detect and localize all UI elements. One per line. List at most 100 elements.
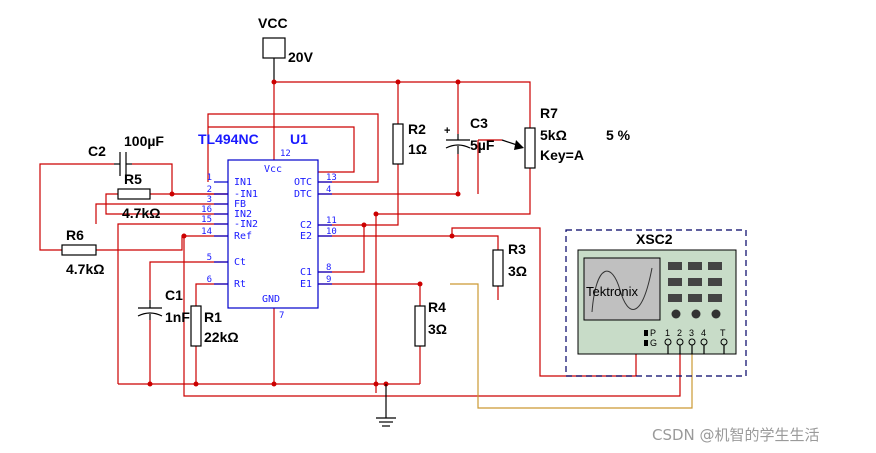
ic-pin-8[interactable]: 8C1	[300, 263, 332, 278]
c1-ref: C1	[165, 287, 183, 303]
ic-gnd-pin: 7	[279, 311, 284, 321]
ic-pin-name: E2	[300, 231, 312, 242]
ic-ref: U1	[290, 131, 308, 147]
resistor-r3[interactable]: R3 3Ω	[492, 241, 527, 287]
ic-pin-number: 4	[326, 185, 331, 195]
ic-pin-number: 15	[201, 215, 212, 225]
wire-rt-r1	[195, 283, 228, 306]
r7-key: Key=A	[540, 147, 584, 163]
capacitor-c2[interactable]: C2 100µF	[88, 133, 164, 176]
ic-pin-name: Ct	[234, 257, 246, 268]
scope-pg-terminals[interactable]: P G	[644, 328, 657, 348]
wire-e1-r4	[318, 283, 421, 306]
c2-value: 100µF	[124, 133, 164, 149]
scope-trigger-label: T	[720, 328, 726, 338]
ic-pin-name: OTC	[294, 177, 312, 188]
potentiometer-r7[interactable]: R7 5kΩ Key=A 5 %	[501, 105, 631, 169]
scope-buttons[interactable]	[668, 262, 722, 302]
ic-pin-number: 10	[326, 227, 337, 237]
scope-channel-2[interactable]: 2	[676, 328, 684, 354]
ic-pin-name: IN2	[234, 209, 252, 220]
ic-pin-16[interactable]: 16 IN2	[201, 205, 252, 220]
scope-pin-p: P	[650, 328, 656, 338]
c2-ref: C2	[88, 143, 106, 159]
r4-value: 3Ω	[428, 321, 447, 337]
scope-channel-1[interactable]: 1	[664, 328, 672, 354]
wire-fb	[95, 203, 228, 224]
ic-pin-number: 8	[326, 263, 331, 273]
r2-ref: R2	[408, 121, 426, 137]
ic-pin-number: 13	[326, 173, 337, 183]
ic-pin-name: -IN2	[234, 219, 258, 230]
wire-e2-r3	[318, 235, 499, 250]
ic-pin-9[interactable]: 9E1	[300, 275, 332, 290]
r5-ref: R5	[124, 171, 142, 187]
ic-pin-13[interactable]: 13 OTC	[294, 173, 337, 188]
ic-pin-number: 3	[207, 195, 212, 205]
ic-pin-2[interactable]: 2 -IN1	[207, 185, 259, 200]
ic-body	[227, 159, 319, 309]
scope-trigger[interactable]: T	[720, 328, 728, 354]
ic-pin-number: 14	[201, 227, 212, 237]
ic-pin-number: 9	[326, 275, 331, 285]
scope-ref: XSC2	[636, 231, 673, 247]
r6-value: 4.7kΩ	[66, 261, 104, 277]
r2-value: 1Ω	[408, 141, 427, 157]
ic-pin-number: 11	[326, 216, 337, 226]
resistor-r5[interactable]: R5 4.7kΩ	[117, 171, 160, 221]
ground-icon	[376, 384, 396, 427]
resistor-r6[interactable]: R6 4.7kΩ	[61, 227, 104, 277]
c3-value: 5µF	[470, 137, 495, 153]
vcc-source[interactable]: VCC 20V	[258, 15, 314, 82]
capacitor-c3[interactable]: + C3 5µF	[444, 115, 495, 154]
wire-c2-r6	[39, 163, 114, 251]
r7-value: 5kΩ	[540, 127, 567, 143]
ic-pin-15[interactable]: 15 -IN2	[201, 215, 258, 230]
scope-knobs[interactable]	[671, 309, 721, 319]
wire-ref-scope	[183, 236, 681, 397]
scope-channel-label: 1	[665, 328, 670, 338]
wire-in1-loop	[207, 113, 379, 183]
ic-pin-10[interactable]: 10 E2	[300, 227, 337, 242]
ic-pin-number: 16	[201, 205, 212, 215]
ic-pin-name: C2	[300, 220, 312, 231]
capacitor-c1[interactable]: C1 1nF	[137, 287, 190, 325]
r6-ref: R6	[66, 227, 84, 243]
r7-ref: R7	[540, 105, 558, 121]
ic-vcc-pin: 12	[280, 149, 291, 159]
ic-pin-11[interactable]: 11 C2	[300, 216, 337, 231]
ic-gnd-label: GND	[262, 294, 280, 305]
scope-channel-label: 3	[689, 328, 694, 338]
ic-vcc-label: Vcc	[264, 164, 282, 175]
r5-value: 4.7kΩ	[122, 205, 160, 221]
r1-ref: R1	[204, 309, 222, 325]
scope-channel-3[interactable]: 3	[688, 328, 696, 354]
wire-r6-ref	[96, 235, 228, 251]
wire-otc-loop	[208, 126, 355, 173]
c3-ref: C3	[470, 115, 488, 131]
ic-pin-number: 2	[207, 185, 212, 195]
resistor-r4[interactable]: R4 3Ω	[414, 299, 447, 347]
wire-probe-ch3	[450, 283, 693, 409]
wire-r2-c2pin	[364, 164, 399, 226]
wires	[39, 81, 693, 409]
resistor-r1[interactable]: R1 22kΩ	[190, 305, 239, 347]
scope-channel-4[interactable]: 4	[700, 328, 708, 354]
vcc-value: 20V	[288, 49, 314, 65]
resistor-r2[interactable]: R2 1Ω	[392, 121, 427, 165]
ic-part: TL494NC	[198, 131, 259, 147]
junctions	[147, 79, 461, 387]
ic-pin-number: 1	[207, 173, 212, 183]
ic-pin-name: -IN1	[234, 189, 258, 200]
scope-pin-g: G	[650, 338, 657, 348]
